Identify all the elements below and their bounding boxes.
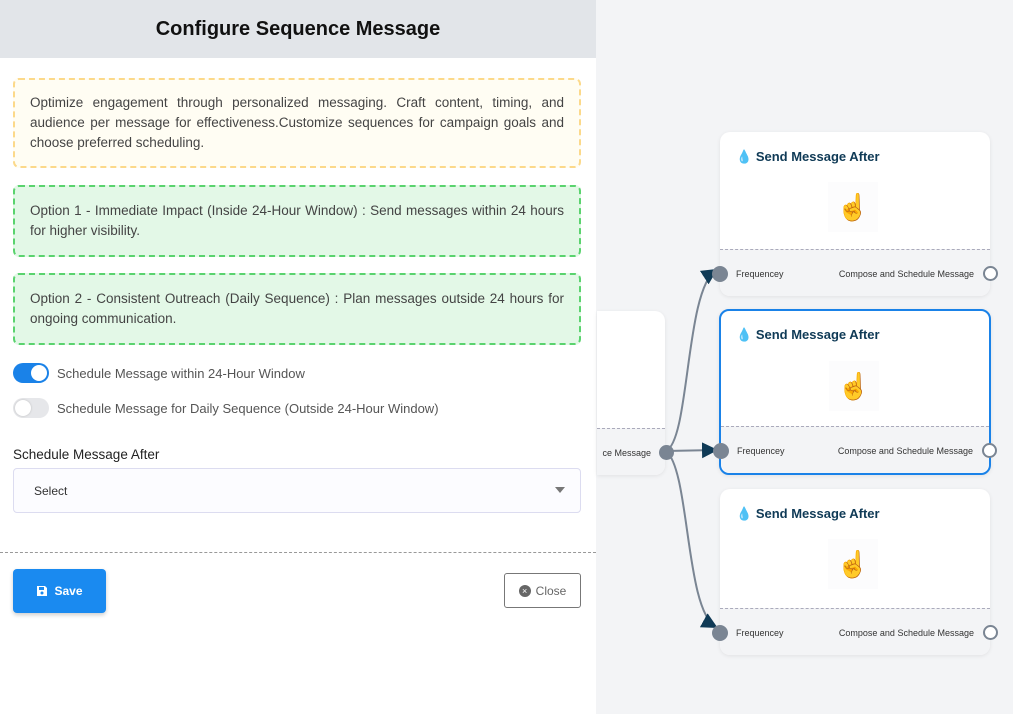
droplet-icon: 💧 [736, 327, 753, 342]
toggle-label: Schedule Message within 24-Hour Window [57, 365, 305, 381]
input-label: Frequencey [736, 269, 784, 279]
panel-title: Configure Sequence Message [0, 0, 596, 58]
configure-panel: Configure Sequence Message Optimize enga… [0, 0, 596, 714]
node-footer: ce Message [597, 428, 674, 475]
input-handle[interactable] [712, 266, 728, 282]
edge-to-node-2 [665, 442, 718, 459]
floppy-disk-icon [37, 586, 48, 596]
output-label: Compose and Schedule Message [838, 269, 974, 279]
node-title: 💧 Send Message After [736, 506, 880, 522]
hand-pointer-icon: ☝ [828, 539, 878, 589]
source-node[interactable]: ce Message [597, 311, 674, 475]
toggle-daily-sequence[interactable]: Schedule Message for Daily Sequence (Out… [13, 398, 439, 418]
input-handle[interactable] [713, 443, 729, 459]
toggle-switch-off[interactable] [13, 398, 49, 418]
option1-text: Option 1 - Immediate Impact (Inside 24-H… [30, 203, 564, 238]
save-button[interactable]: Save [13, 569, 106, 613]
input-label: Frequencey [737, 446, 785, 456]
output-label: ce Message [602, 448, 651, 458]
hand-pointer-icon: ☝ [828, 182, 878, 232]
close-label: Close [535, 583, 567, 598]
output-handle[interactable] [983, 625, 998, 640]
node-send-message-after-selected[interactable]: 💧 Send Message After ☝ Frequencey Compose… [713, 309, 997, 475]
edge-to-node-1 [665, 268, 718, 452]
input-handle[interactable] [712, 625, 728, 641]
node-title: 💧 Send Message After [736, 327, 880, 343]
toggle-label: Schedule Message for Daily Sequence (Out… [57, 400, 439, 416]
droplet-icon: 💧 [736, 149, 753, 164]
node-send-message-after[interactable]: 💧 Send Message After ☝ Frequencey Compose… [712, 489, 998, 655]
hand-pointer-icon: ☝ [829, 361, 879, 411]
toggle-switch-on[interactable] [13, 363, 49, 383]
node-title-text: Send Message After [755, 506, 880, 521]
toggle-24-hour[interactable]: Schedule Message within 24-Hour Window [13, 363, 305, 383]
output-label: Compose and Schedule Message [837, 446, 973, 456]
output-handle[interactable] [659, 445, 674, 460]
node-title: 💧 Send Message After [736, 149, 880, 165]
schedule-after-label: Schedule Message After [13, 447, 160, 462]
node-send-message-after[interactable]: 💧 Send Message After ☝ Frequencey Compose… [712, 132, 998, 296]
node-footer: Frequencey Compose and Schedule Message [712, 249, 998, 296]
save-label: Save [54, 584, 83, 598]
node-title-text: Send Message After [755, 149, 880, 164]
caret-down-icon [555, 487, 565, 498]
info-note: Optimize engagement through personalized… [13, 78, 581, 168]
node-footer: Frequencey Compose and Schedule Message [713, 426, 997, 473]
droplet-icon: 💧 [736, 506, 753, 521]
edge-to-node-3 [665, 450, 718, 628]
info-text: Optimize engagement through personalized… [30, 95, 564, 150]
input-label: Frequencey [736, 628, 784, 638]
output-handle[interactable] [983, 266, 998, 281]
node-footer: Frequencey Compose and Schedule Message [712, 608, 998, 655]
select-value: Select [34, 483, 68, 498]
option2-text: Option 2 - Consistent Outreach (Daily Se… [30, 291, 564, 326]
output-handle[interactable] [982, 443, 997, 458]
option1-note: Option 1 - Immediate Impact (Inside 24-H… [13, 185, 581, 257]
close-circle-icon: × [518, 584, 531, 597]
divider [0, 552, 596, 553]
node-title-text: Send Message After [755, 327, 880, 342]
schedule-after-select[interactable]: Select [13, 468, 581, 513]
output-label: Compose and Schedule Message [838, 628, 974, 638]
option2-note: Option 2 - Consistent Outreach (Daily Se… [13, 273, 581, 345]
close-button[interactable]: × Close [504, 573, 581, 608]
